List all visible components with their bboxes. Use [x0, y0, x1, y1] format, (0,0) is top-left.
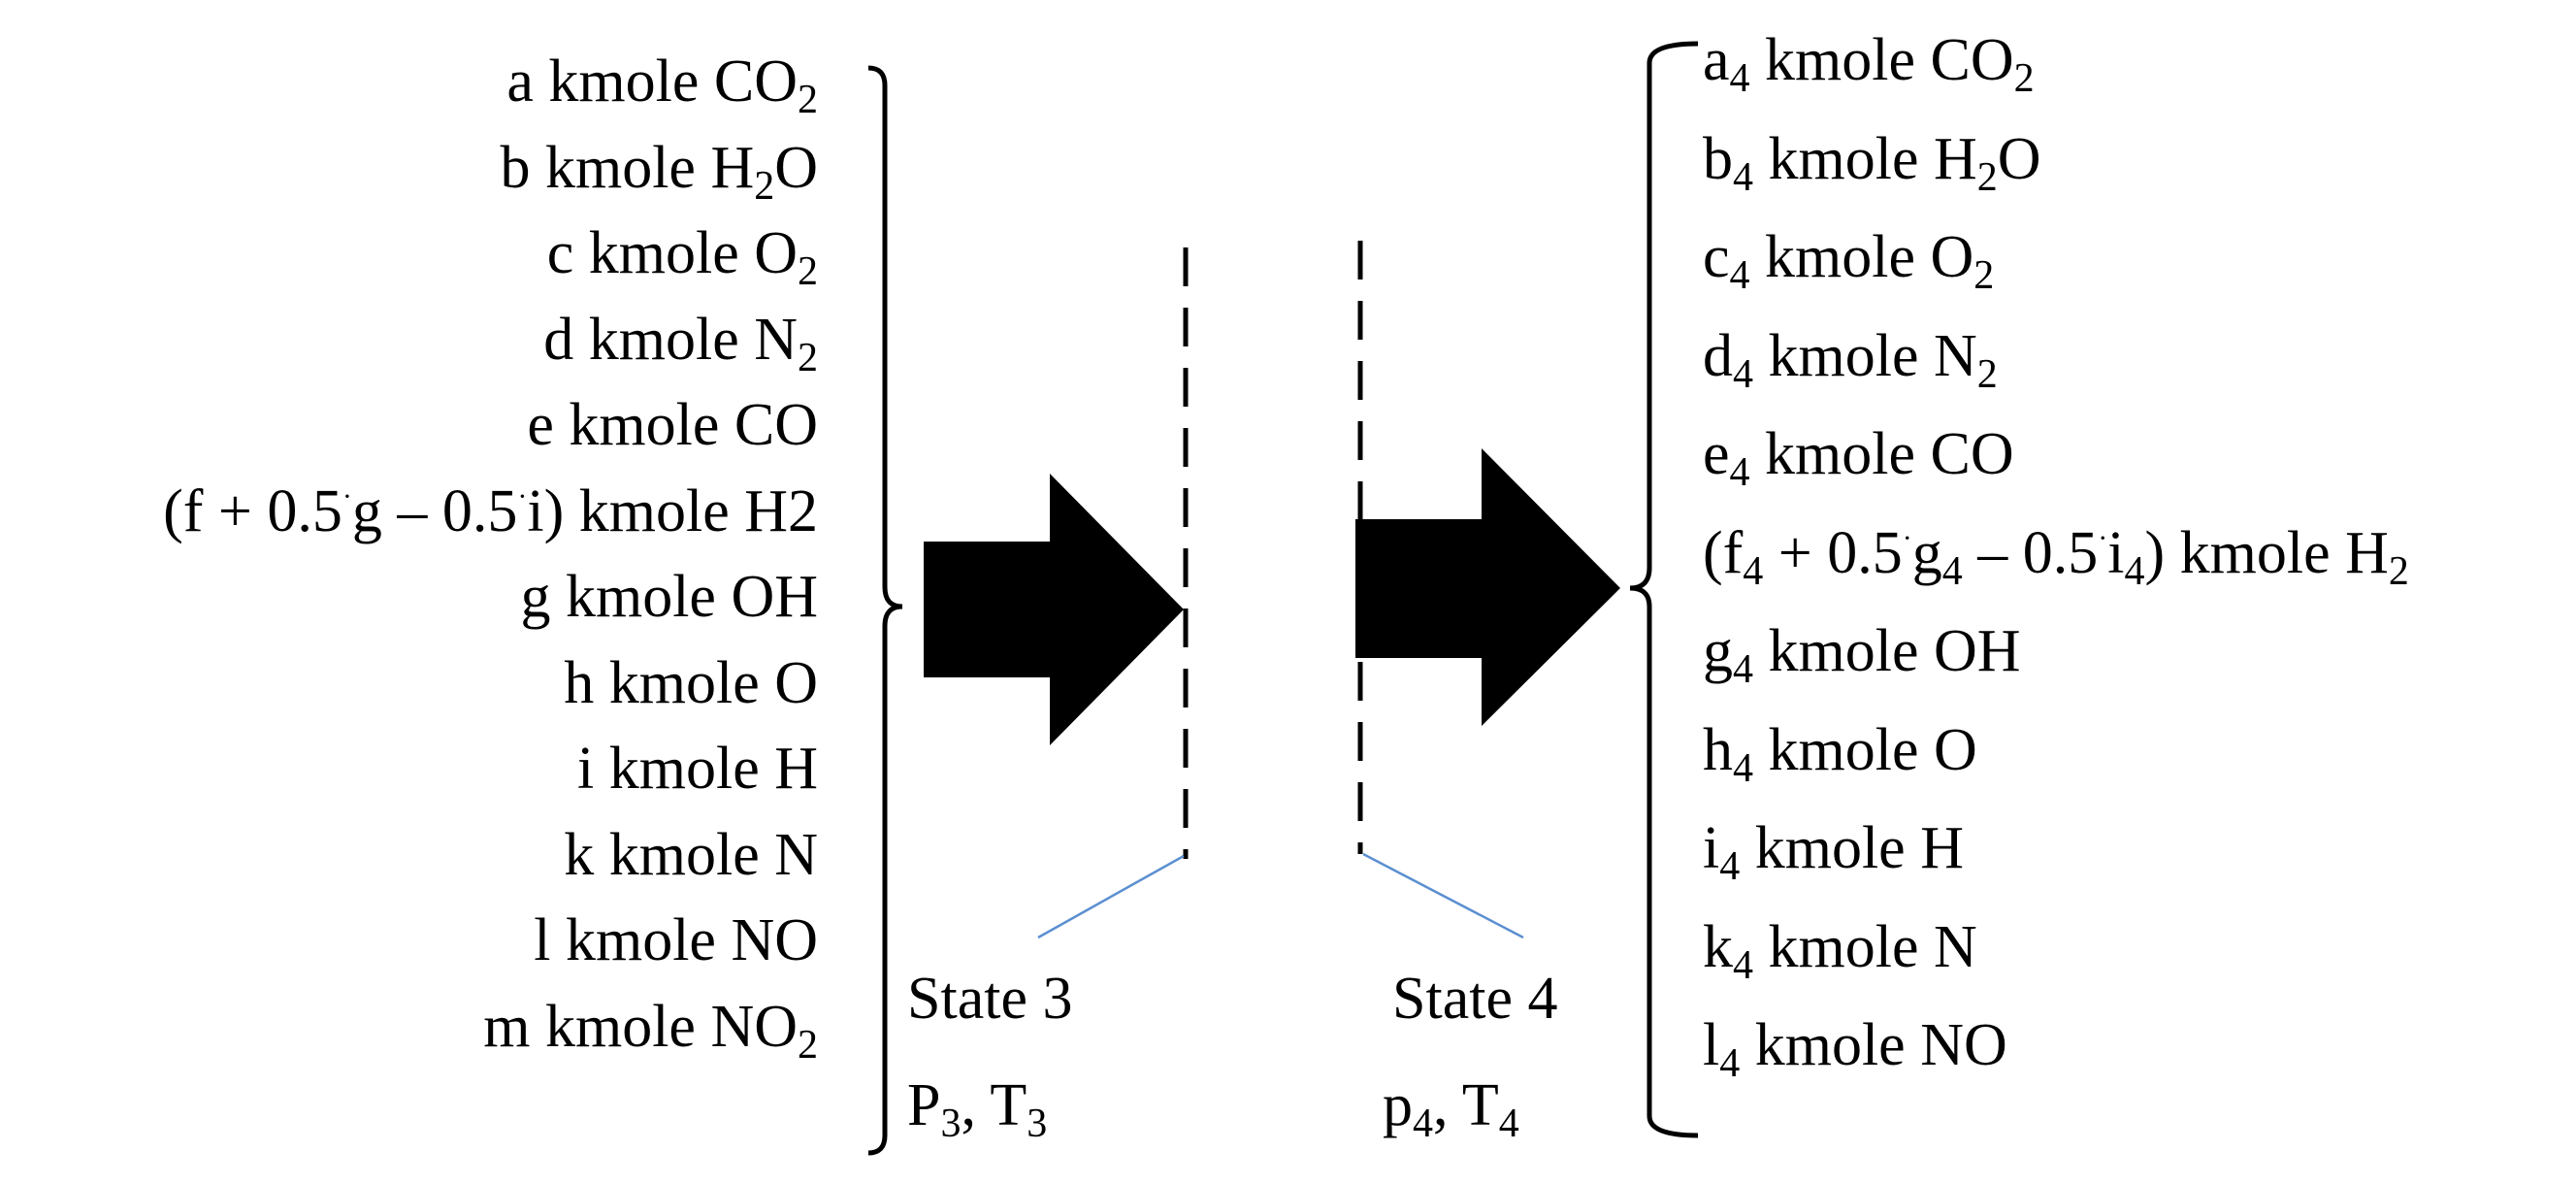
left-block-arrow — [924, 474, 1184, 745]
species-no: l kmole NO — [534, 907, 818, 973]
right-block-arrow — [1355, 448, 1620, 726]
species-co: e kmole CO — [527, 392, 818, 458]
species-no2: m kmole NO2 — [483, 993, 818, 1068]
right-bracket — [1629, 41, 1699, 1138]
state4-conditions: p4, T4 — [1383, 1072, 1519, 1146]
state3-leader-line — [1037, 854, 1185, 939]
species4-no: l4 kmole NO — [1703, 1012, 2007, 1086]
species-h: i kmole H — [577, 736, 818, 802]
state3-conditions: P3, T3 — [907, 1072, 1048, 1146]
state4-title: State 4 — [1392, 966, 1558, 1032]
state4-species-list: a4 kmole CO2 b4 kmole H2O c4 kmole O2 d4… — [1703, 12, 2409, 1096]
species-h2: (f + 0.5·g – 0.5·i) kmole H2 — [163, 477, 818, 544]
left-bracket — [867, 65, 903, 1156]
species4-h2o: b4 kmole H2O — [1703, 125, 2041, 200]
state3-title: State 3 — [907, 966, 1073, 1032]
state4-leader-line — [1362, 852, 1524, 939]
species-o2: c kmole O2 — [546, 220, 818, 294]
species4-o: h4 kmole O — [1703, 716, 1977, 791]
species-n: k kmole N — [564, 821, 818, 888]
species-n2: d kmole N2 — [543, 306, 818, 380]
state3-species-list: a kmole CO2 b kmole H2O c kmole O2 d kmo… — [163, 39, 818, 1069]
species-oh: g kmole OH — [520, 564, 818, 630]
species4-co: e4 kmole CO — [1703, 421, 2014, 495]
species4-n2: d4 kmole N2 — [1703, 322, 1998, 397]
species4-o2: c4 kmole O2 — [1703, 224, 1995, 298]
species4-h: i4 kmole H — [1703, 815, 1964, 889]
species4-n: k4 kmole N — [1703, 913, 1977, 988]
species4-co2: a4 kmole CO2 — [1703, 27, 2035, 101]
species-co2: a kmole CO2 — [506, 49, 818, 122]
species-o: h kmole O — [564, 649, 818, 716]
species-h2o: b kmole H2O — [500, 134, 818, 209]
species4-h2: (f4 + 0.5·g4 – 0.5·i4) kmole H2 — [1703, 519, 2409, 594]
species4-oh: g4 kmole OH — [1703, 618, 2021, 692]
